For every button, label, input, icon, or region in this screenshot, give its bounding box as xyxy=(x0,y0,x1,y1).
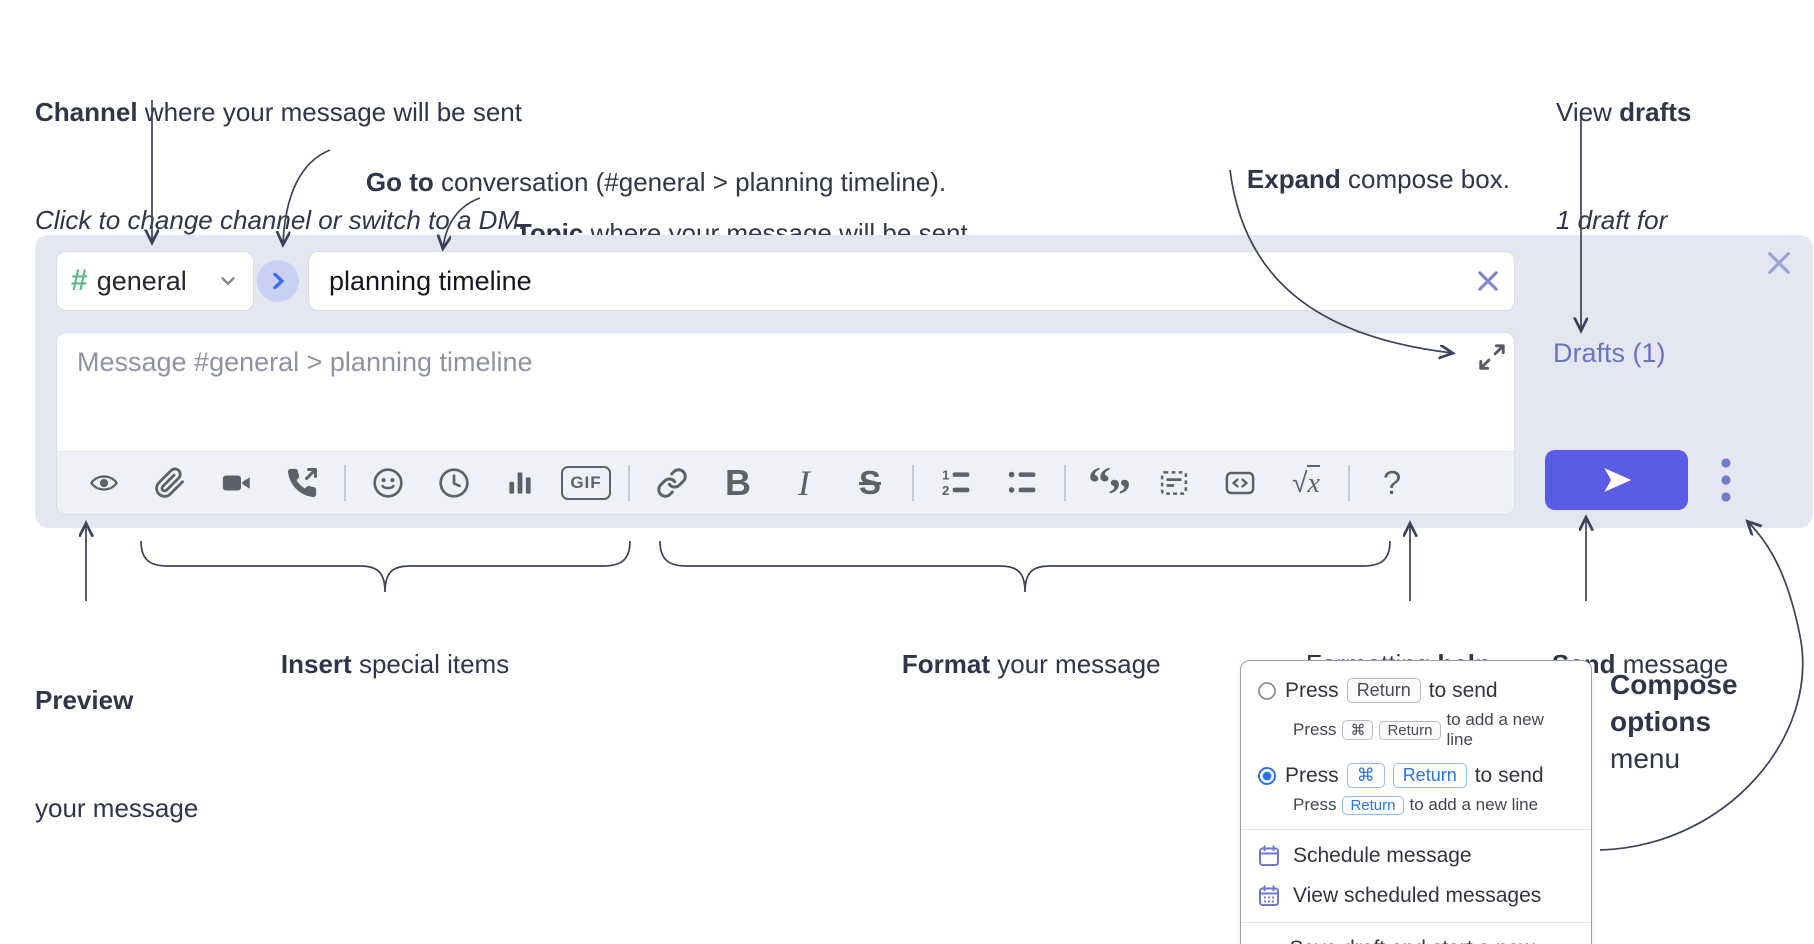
close-icon xyxy=(1768,252,1790,274)
popup-divider xyxy=(1241,922,1591,923)
channel-selector[interactable]: # general xyxy=(56,251,254,311)
preview-annotation: Preview your message xyxy=(35,685,199,823)
code-icon xyxy=(1225,471,1255,495)
chevron-down-icon xyxy=(221,277,235,285)
poll-button[interactable] xyxy=(487,457,553,509)
return-key: Return xyxy=(1346,678,1421,703)
toolbar-divider xyxy=(628,465,630,501)
enter-sends-option[interactable]: Press Return to send xyxy=(1241,673,1591,708)
drafts-link[interactable]: Drafts (1) xyxy=(1553,338,1666,368)
bulleted-list-icon xyxy=(1008,471,1036,493)
chevron-right-icon xyxy=(273,272,284,290)
expand-compose-button[interactable] xyxy=(1472,340,1512,374)
cmd-key: ⌘ xyxy=(1346,763,1385,788)
strikethrough-button[interactable]: S xyxy=(837,457,903,509)
close-icon xyxy=(1478,271,1498,291)
enter-sends-subtext: Press ⌘ Return to add a new line xyxy=(1293,710,1544,749)
channel-name: general xyxy=(96,265,187,296)
compose-options-button[interactable] xyxy=(1706,452,1746,508)
strikethrough-icon: S xyxy=(858,464,881,501)
view-scheduled-messages-item[interactable]: View scheduled messages xyxy=(1241,876,1591,916)
clear-topic-button[interactable] xyxy=(1462,255,1514,307)
attach-file-button[interactable] xyxy=(137,457,203,509)
quote-icon: “” xyxy=(1088,457,1131,515)
compose-toolbar: GIF B I S 1 2 xyxy=(57,451,1514,514)
insert-annotation: Insert special items xyxy=(280,649,510,679)
format-brace xyxy=(659,540,1391,593)
gif-icon: GIF xyxy=(561,466,611,500)
bulleted-list-button[interactable] xyxy=(989,457,1055,509)
return-key: Return xyxy=(1392,763,1467,788)
bar-chart-icon xyxy=(509,472,531,494)
italic-icon: I xyxy=(798,463,810,503)
radio-selected-icon xyxy=(1258,766,1276,785)
spoiler-icon xyxy=(1160,471,1188,495)
link-button[interactable] xyxy=(639,457,705,509)
insert-brace xyxy=(140,540,631,593)
format-annotation: Format your message xyxy=(901,649,1161,679)
link-icon xyxy=(657,468,687,498)
time-button[interactable] xyxy=(421,457,487,509)
bold-icon: B xyxy=(725,462,751,503)
smiley-icon xyxy=(373,468,403,498)
toolbar-divider xyxy=(344,465,346,501)
return-key: Return xyxy=(1379,720,1441,740)
topic-input-container xyxy=(308,251,1515,311)
channel-hash-icon: # xyxy=(71,264,88,297)
numbered-list-icon: 1 2 xyxy=(942,468,970,498)
question-mark-icon: ? xyxy=(1382,464,1402,501)
svg-text:2: 2 xyxy=(942,483,949,498)
schedule-message-item[interactable]: Schedule message xyxy=(1241,836,1591,876)
toolbar-divider xyxy=(1064,465,1066,501)
eye-icon xyxy=(89,475,119,491)
popup-divider xyxy=(1241,829,1591,830)
compose-options-popup: Press Return to send Press ⌘ Return to a… xyxy=(1240,660,1592,944)
math-icon: √x xyxy=(1292,464,1320,499)
cmd-enter-sends-option[interactable]: Press ⌘ Return to send xyxy=(1241,758,1591,793)
calendar-icon xyxy=(1259,845,1279,866)
message-compose-area: GIF B I S 1 2 xyxy=(56,332,1515,515)
save-draft-item[interactable]: Save draft and start a new message xyxy=(1241,929,1591,944)
quote-button[interactable]: “” xyxy=(1075,457,1141,515)
goto-annotation: Go to conversation (#general > planning … xyxy=(365,167,947,197)
preview-button[interactable] xyxy=(71,457,137,509)
cmd-key: ⌘ xyxy=(1342,720,1374,740)
vertical-ellipsis-icon xyxy=(1721,458,1731,502)
toolbar-divider xyxy=(912,465,914,501)
math-button[interactable]: √x xyxy=(1273,457,1339,509)
code-button[interactable] xyxy=(1207,457,1273,509)
send-button[interactable] xyxy=(1545,450,1688,510)
cmd-enter-sends-subtext: Press Return to add a new line xyxy=(1293,795,1539,815)
paperclip-icon xyxy=(155,467,184,498)
svg-text:1: 1 xyxy=(942,468,950,483)
expand-annotation: Expand compose box. xyxy=(1246,164,1510,194)
message-textarea[interactable] xyxy=(57,333,1514,451)
gif-button[interactable]: GIF xyxy=(553,457,619,509)
spoiler-button[interactable] xyxy=(1141,457,1207,509)
radio-unselected-icon xyxy=(1258,681,1276,700)
go-to-conversation-button[interactable] xyxy=(257,260,299,302)
compose-options-annotation: Compose options menu xyxy=(1610,669,1738,774)
video-camera-icon xyxy=(222,475,250,491)
emoji-button[interactable] xyxy=(355,457,421,509)
start-voice-call-button[interactable] xyxy=(269,457,335,509)
bold-button[interactable]: B xyxy=(705,457,771,509)
start-video-call-button[interactable] xyxy=(203,457,269,509)
numbered-list-button[interactable]: 1 2 xyxy=(923,457,989,509)
clock-icon xyxy=(439,468,469,498)
expand-diagonal-icon xyxy=(1479,344,1505,370)
phone-outgoing-icon xyxy=(287,468,317,498)
italic-button[interactable]: I xyxy=(771,457,837,509)
topic-input[interactable] xyxy=(309,265,1462,297)
toolbar-divider xyxy=(1348,465,1350,501)
message-formatting-help-button[interactable]: ? xyxy=(1359,457,1425,509)
close-compose-button[interactable] xyxy=(1760,244,1798,282)
send-icon xyxy=(1603,467,1631,493)
calendar-grid-icon xyxy=(1259,885,1279,906)
return-key: Return xyxy=(1342,795,1404,815)
